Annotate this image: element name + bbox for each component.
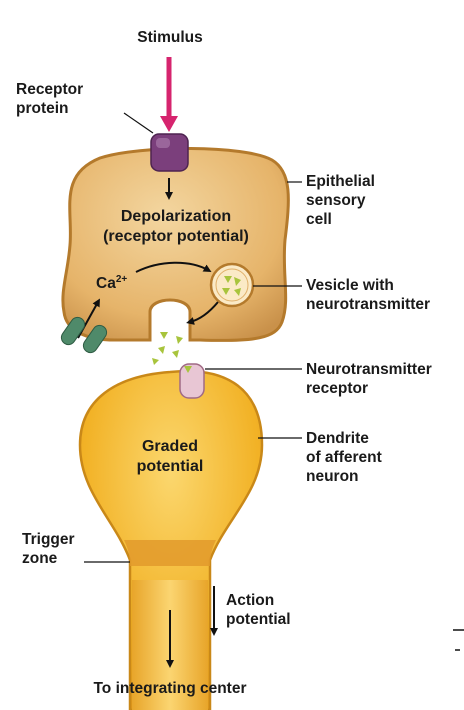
epithelial-sensory-cell-label: Epithelial sensory cell [306,173,375,228]
receptor-protein [150,133,189,172]
released-neurotransmitter [152,358,159,365]
stimulus-label: Stimulus [137,29,203,46]
receptor-protein-highlight [156,138,170,148]
calcium-to-vesicle-arrow [135,261,212,273]
vesicle-to-release-arrow [186,301,219,325]
graded-potential-label: Graded potential [136,438,204,475]
neurotransmitter-receptor [179,363,205,399]
depolarization-label: Depolarization (receptor potential) [103,208,249,245]
released-neurotransmitter [160,332,168,339]
released-neurotransmitter [172,350,179,358]
released-neurotransmitter [176,336,183,344]
calcium-channel [60,316,86,346]
dendrite-label: Dendrite of afferent neuron [306,430,382,485]
trigger-zone-label: Trigger zone [22,531,75,567]
neurotransmitter-molecule [222,288,230,295]
integrating-center-label: To integrating center [93,680,247,697]
vesicle [209,262,255,308]
calcium-channel [82,324,108,354]
neurotransmitter-molecule [224,276,232,283]
neurotransmitter-molecule [234,277,241,286]
trigger-zone-band [124,540,216,566]
calcium-ion-label: Ca2+ [96,273,128,292]
stimulus-arrowhead [160,116,178,132]
neurotransmitter-receptor-label: Neurotransmitter receptor [306,361,432,397]
neurotransmitter-molecule [234,288,241,296]
receptor-protein-label: Receptor protein [16,81,84,117]
released-neurotransmitter [158,346,165,354]
action-potential-label: Action potential [226,592,291,628]
leader-line [123,112,154,134]
vesicle-label: Vesicle with neurotransmitter [306,277,431,313]
